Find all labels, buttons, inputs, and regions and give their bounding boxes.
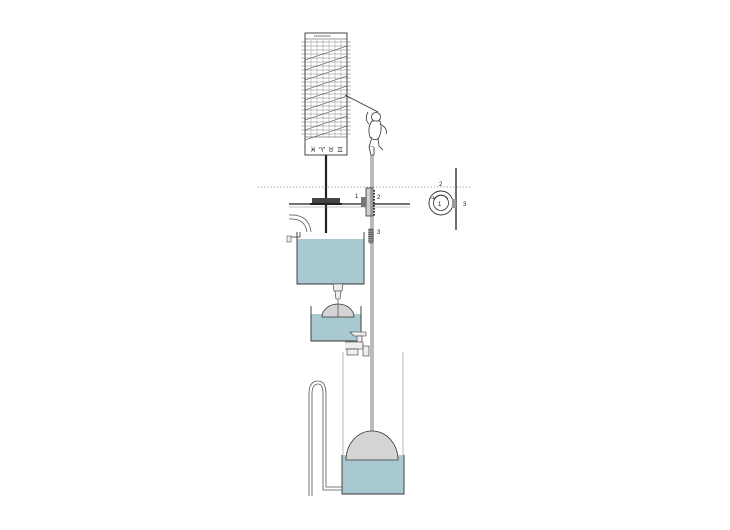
pointer-figure [344,94,387,156]
drum-sign-4: ♊ [337,146,343,154]
drum-header-text: ≡≡≡≡≡≡≡≡≡ [314,34,331,38]
upper-tank [286,232,365,285]
drum-hour-curve [304,105,348,121]
lower-tank [341,430,405,495]
drum-hour-curve [304,95,348,111]
detail-label-2: 2 [439,182,443,188]
gear-tooth [373,211,375,213]
inflow-pipe [288,214,312,233]
label-gear-2: 2 [377,195,381,201]
gear-tooth [373,208,375,210]
detail-label-3: 3 [463,202,467,208]
label-rack-3: 3 [377,230,381,236]
gear-tooth [373,196,375,198]
hour-drum: ≡≡≡≡≡≡≡≡≡ ♓ ♈ ♉ ♊ [301,32,351,156]
siphon-pipe [308,380,342,496]
drum-hour-curve [304,85,348,101]
drum-hour-curve [304,115,348,131]
detail-label-1: 1 [438,202,442,208]
drum-sign-3: ♉ [328,146,334,154]
drum-hour-curve [304,75,348,91]
drum-sign-2: ♈ [319,146,326,154]
gear-tooth [373,214,375,216]
middle-tank [310,303,362,342]
gear-tooth [373,190,375,192]
label-gear-1: 1 [355,194,359,200]
drum-hour-curve [304,55,348,71]
drum-sign-1: ♓ [310,146,316,154]
gear-tooth [373,205,375,207]
lower-tank-guides [342,352,404,455]
dome-float [345,430,399,461]
drum-hour-curve [304,65,348,81]
drum-hour-curve [304,45,348,61]
gear-detail [428,168,457,230]
middle-valve [345,331,370,357]
gear-tooth [373,193,375,195]
drum-hour-curve [304,125,348,141]
gear-tooth [373,199,375,201]
outlet-nozzle [332,283,344,304]
main-gear-wheel [289,198,410,208]
gear-tooth [373,202,375,204]
